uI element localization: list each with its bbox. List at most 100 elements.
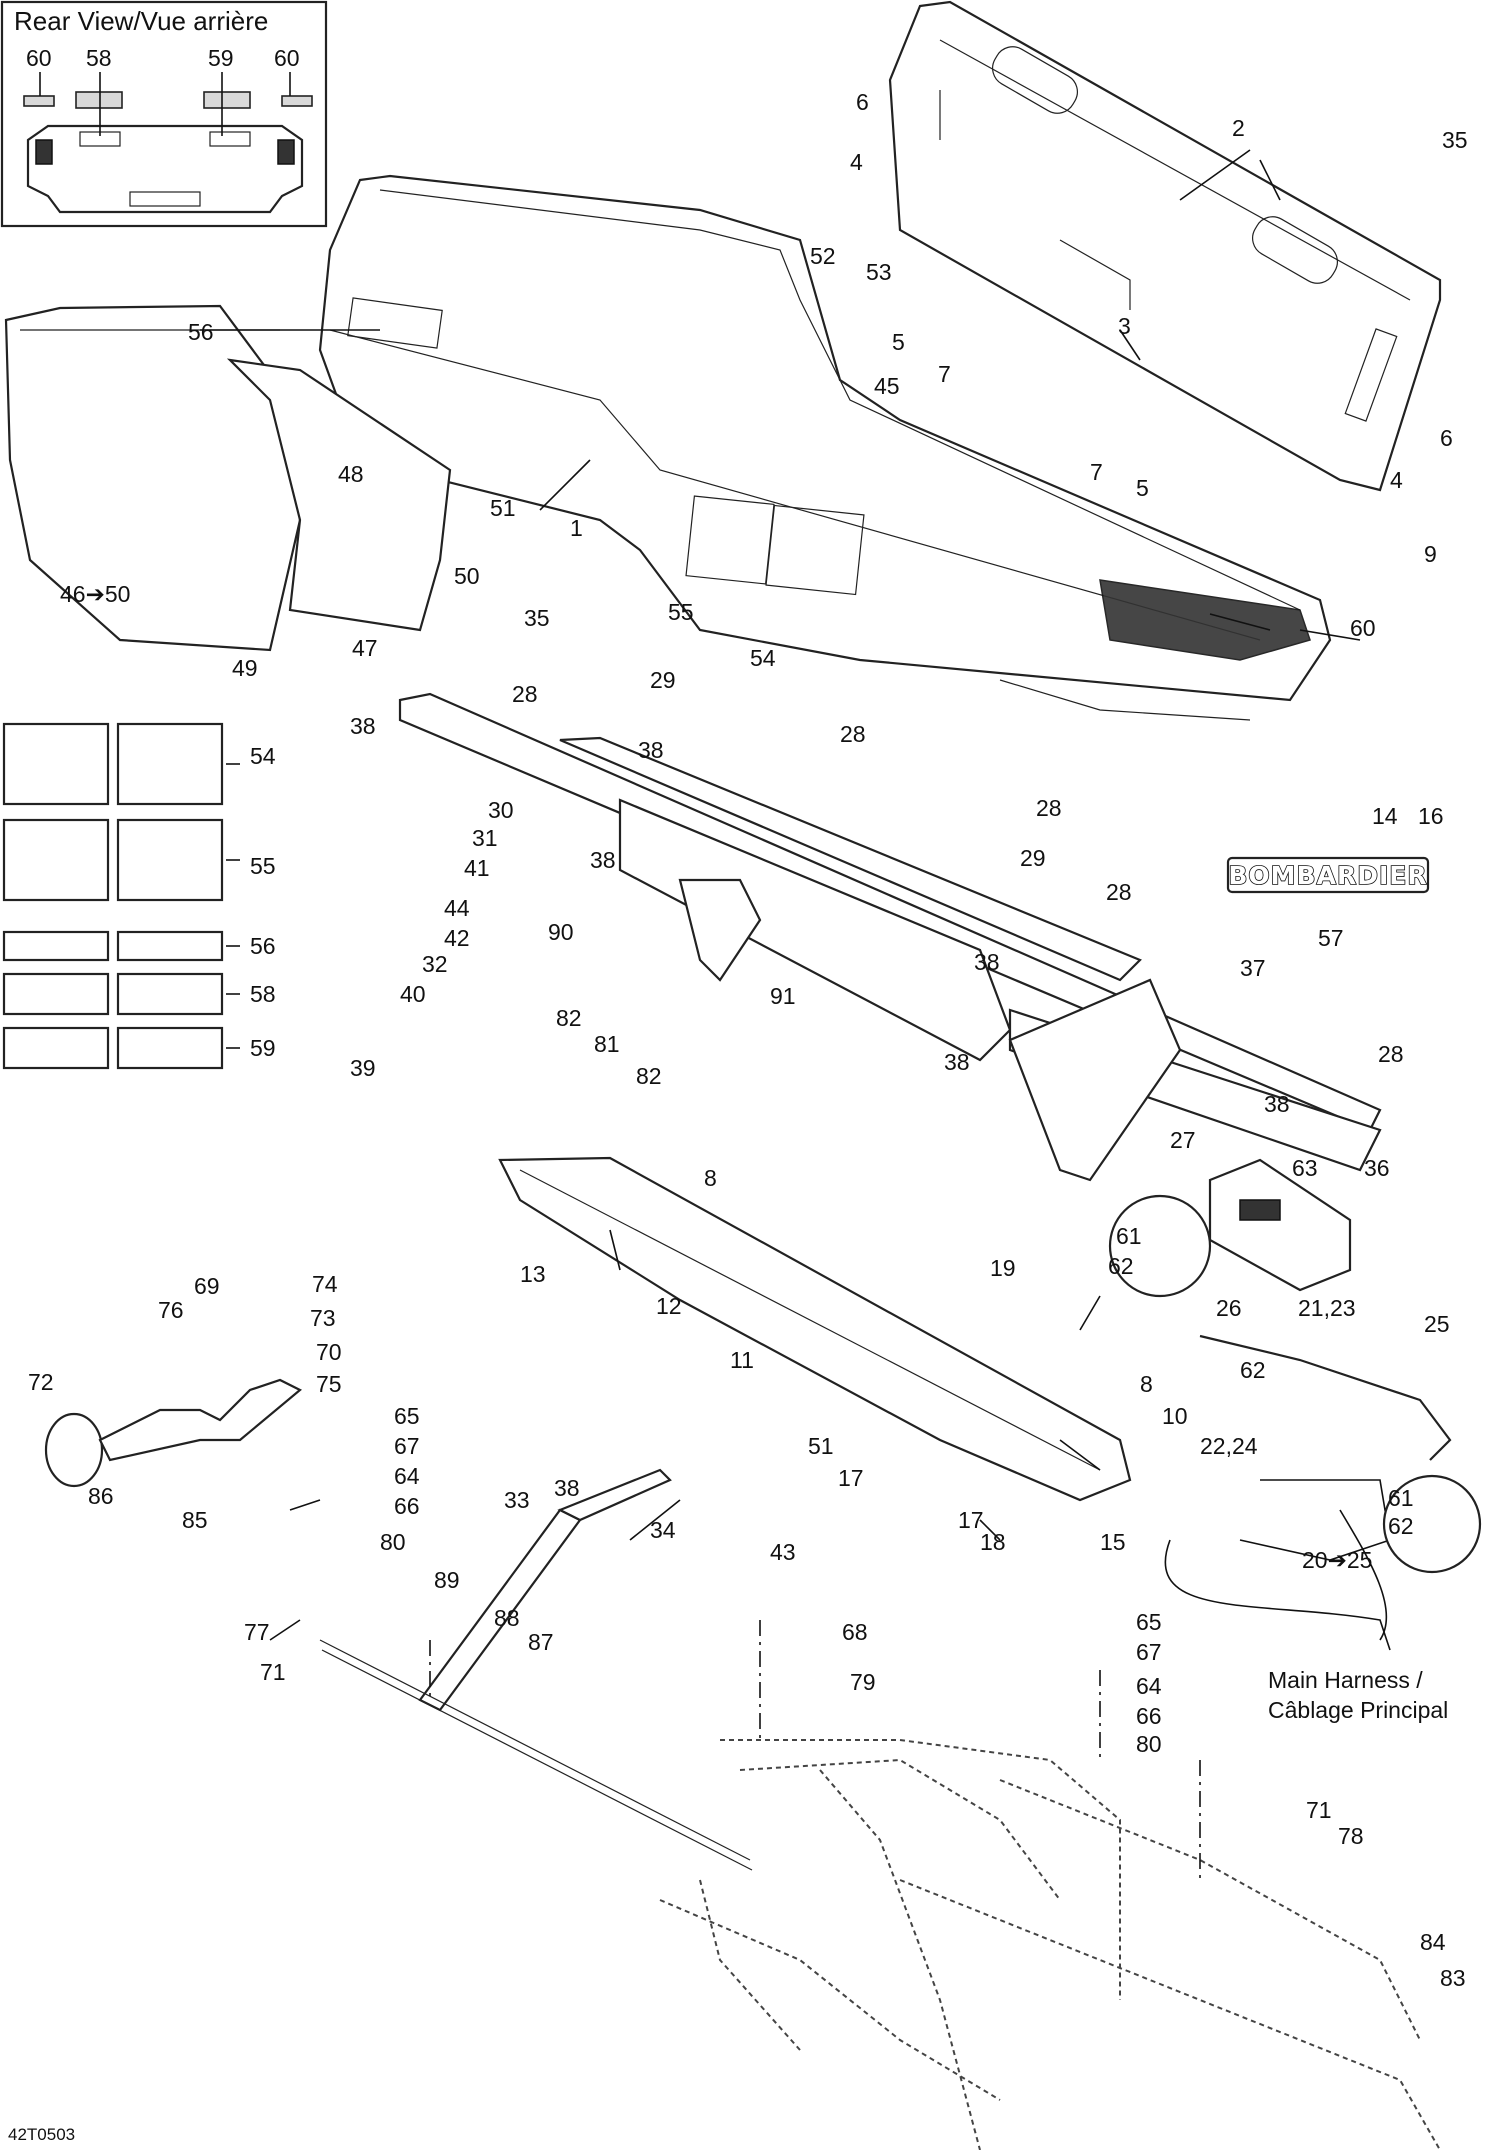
callout-51: 51 [490,495,516,521]
callout-36: 36 [1364,1155,1390,1181]
callout-65b: 65 [1136,1609,1162,1635]
callout-53: 53 [866,259,892,285]
callout-42: 42 [444,925,470,951]
callout-29a: 29 [650,667,676,693]
callout-17b: 17 [958,1507,984,1533]
callout-44: 44 [444,895,470,921]
callout-10: 10 [1162,1403,1188,1429]
callout-17a: 17 [838,1465,864,1491]
callout-4: 4 [850,149,863,175]
callout-73: 73 [310,1305,336,1331]
callout-80a: 80 [380,1529,406,1555]
callout-55b: 55 [250,853,276,879]
callout-77: 77 [244,1619,270,1645]
callout-82b: 82 [636,1063,662,1089]
callout-37: 37 [1240,955,1266,981]
callout-39: 39 [350,1055,376,1081]
callout-28b: 28 [840,721,866,747]
main-harness-note: Main Harness / Câblage Principal [1268,1667,1448,1723]
callout-52: 52 [810,243,836,269]
callout-78: 78 [1338,1823,1364,1849]
callout-88: 88 [494,1605,520,1631]
callout-31: 31 [472,825,498,851]
callout-13: 13 [520,1261,546,1287]
callout-20-25: 20➔25 [1302,1547,1372,1573]
callout-33: 33 [504,1487,530,1513]
callout-66b: 66 [1136,1703,1162,1729]
callout-75: 75 [316,1371,342,1397]
callout-21-23: 21,23 [1298,1295,1356,1321]
release-lever [44,1378,753,1871]
callout-84: 84 [1420,1929,1446,1955]
callout-61b: 61 [1388,1485,1414,1511]
control-box [1108,1158,1352,1298]
callout-54b: 54 [250,743,276,769]
callout-28d: 28 [1106,879,1132,905]
callout-38c: 38 [590,847,616,873]
callout-38d: 38 [974,949,1000,975]
callout-59: 59 [250,1035,276,1061]
callout-26: 26 [1216,1295,1242,1321]
callout-35b: 35 [524,605,550,631]
inset-callout-58: 58 [86,45,112,71]
callout-60: 60 [1350,615,1376,641]
callout-51b: 51 [808,1433,834,1459]
callout-83: 83 [1440,1965,1466,1991]
callout-47: 47 [352,635,378,661]
callout-87: 87 [528,1629,554,1655]
callout-49: 49 [232,655,258,681]
callout-29b: 29 [1020,845,1046,871]
callout-19: 19 [990,1255,1016,1281]
callout-79: 79 [850,1669,876,1695]
leader-lines [200,149,1388,1880]
callout-28c: 28 [1036,795,1062,821]
callout-70: 70 [316,1339,342,1365]
callout-54: 54 [750,645,776,671]
callout-68: 68 [842,1619,868,1645]
callout-32: 32 [422,951,448,977]
callout-7b: 7 [1090,459,1103,485]
callout-28e: 28 [1378,1041,1404,1067]
callout-86: 86 [88,1483,114,1509]
callout-41: 41 [464,855,490,881]
callout-5b: 5 [1136,475,1149,501]
callout-85: 85 [182,1507,208,1533]
callout-6b: 6 [1440,425,1453,451]
callout-57: 57 [1318,925,1344,951]
callout-1: 1 [570,515,583,541]
callout-67b: 67 [1136,1639,1162,1665]
callout-58: 58 [250,981,276,1007]
callout-89: 89 [434,1567,460,1593]
callout-62a: 62 [1108,1253,1134,1279]
callout-66a: 66 [394,1493,420,1519]
decal-cards [2,722,240,1070]
callout-34: 34 [650,1517,676,1543]
callout-50: 50 [454,563,480,589]
callout-74: 74 [312,1271,338,1297]
callout-27: 27 [1170,1127,1196,1153]
callout-7: 7 [938,361,951,387]
callout-62b: 62 [1240,1357,1266,1383]
callout-5: 5 [892,329,905,355]
harness-cable [1164,1334,1482,1651]
callout-55: 55 [668,599,694,625]
callout-14: 14 [1372,803,1398,829]
callout-46-50: 46➔50 [60,581,130,607]
callout-76: 76 [158,1297,184,1323]
callout-11: 11 [730,1347,754,1373]
callout-71b: 71 [1306,1797,1332,1823]
callout-64b: 64 [1136,1673,1162,1699]
callout-64a: 64 [394,1463,420,1489]
callout-25: 25 [1424,1311,1450,1337]
callout-8b: 8 [1140,1371,1153,1397]
callout-28a: 28 [512,681,538,707]
callout-80b: 80 [1136,1731,1162,1757]
callout-40: 40 [400,981,426,1007]
callout-18: 18 [980,1529,1006,1555]
rear-view-inset: Rear View/Vue arrière 60 58 59 60 [0,0,328,228]
harness-note-line-1: Main Harness / [1268,1667,1423,1693]
callout-82a: 82 [556,1005,582,1031]
callout-15: 15 [1100,1529,1126,1555]
inset-callout-59: 59 [208,45,234,71]
